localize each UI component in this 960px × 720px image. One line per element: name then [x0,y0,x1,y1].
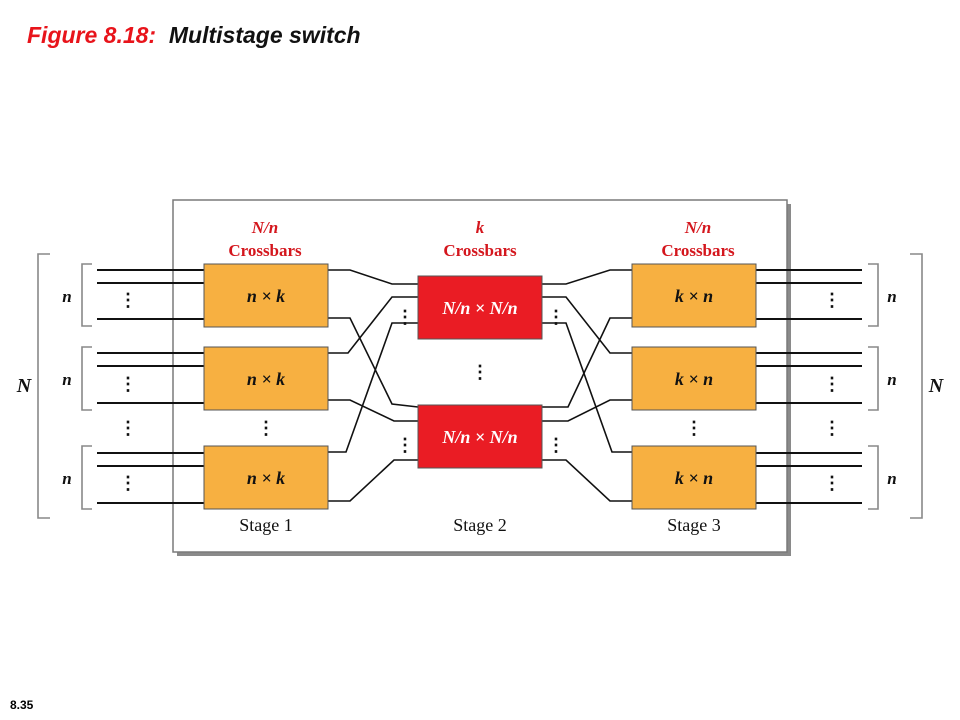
right-total-bracket [910,253,923,519]
stage3-header-top: N/n [684,218,711,237]
ellipsis: ⋮ [823,473,841,493]
stage1-crossbar-label: n × k [247,286,285,306]
output-group-label: n [887,370,896,389]
stage3-crossbar [631,445,757,510]
stage2-header-bottom: Crossbars [443,241,517,260]
stage2-footer: Stage 2 [453,515,507,535]
stage1-footer: Stage 1 [239,515,293,535]
ellipsis: ⋮ [823,418,841,438]
input-group-label: n [62,287,71,306]
stage2-header-top: k [476,218,485,237]
page-number: 8.35 [10,698,34,712]
stage3-crossbars [631,263,757,510]
stage3-crossbar-label: k × n [675,286,713,306]
ellipsis: ⋮ [823,290,841,310]
stage2-crossbar-label: N/n × N/n [441,427,517,447]
stage1-crossbar [203,346,329,411]
stage1-header-bottom: Crossbars [228,241,302,260]
figure-label: Figure 8.18: [27,22,157,48]
stage1-crossbar-label: n × k [247,468,285,488]
ellipsis: ⋮ [119,374,137,394]
stage3-crossbar-label: k × n [675,468,713,488]
stage2-crossbar [417,404,543,469]
output-lines [756,269,862,504]
ellipsis: ⋮ [396,435,414,455]
ellipsis: ⋮ [257,418,275,438]
left-total-bracket [37,253,50,519]
figure-title: Figure 8.18: Multistage switch [27,22,361,49]
ellipsis: ⋮ [119,473,137,493]
stage3-footer: Stage 3 [667,515,721,535]
stage3-crossbar [631,263,757,328]
output-group-label: n [887,287,896,306]
stage2-crossbars [417,275,543,469]
stage3-crossbar [631,346,757,411]
left-group-brackets [81,263,92,510]
stage1-header-top: N/n [251,218,278,237]
output-group-label: n [887,469,896,488]
ellipses: ⋮ ⋮ ⋮ ⋮ ⋮ ⋮ ⋮ ⋮ ⋮ ⋮ ⋮ ⋮ ⋮ ⋮ ⋮ [119,290,841,493]
ellipsis: ⋮ [119,290,137,310]
stage1-crossbar [203,445,329,510]
stage2-to-stage3-links [542,269,632,502]
ellipsis: ⋮ [547,435,565,455]
input-group-label: n [62,469,71,488]
stage3-crossbar-label: k × n [675,369,713,389]
ellipsis: ⋮ [547,307,565,327]
total-outputs-label: N [928,375,945,397]
ellipsis: ⋮ [119,418,137,438]
stage1-to-stage2-links [328,269,419,502]
stage2-crossbar [417,275,543,340]
ellipsis: ⋮ [685,418,703,438]
stage1-crossbars [203,263,329,510]
total-inputs-label: N [16,375,33,397]
input-group-label: n [62,370,71,389]
input-lines [97,269,204,504]
stage1-crossbar-label: n × k [247,369,285,389]
stage2-crossbar-label: N/n × N/n [441,298,517,318]
stage1-crossbar [203,263,329,328]
ellipsis: ⋮ [396,307,414,327]
ellipsis: ⋮ [471,362,489,382]
stage3-header-bottom: Crossbars [661,241,735,260]
ellipsis: ⋮ [823,374,841,394]
right-group-brackets [868,263,879,510]
figure-name: Multistage switch [168,22,361,48]
